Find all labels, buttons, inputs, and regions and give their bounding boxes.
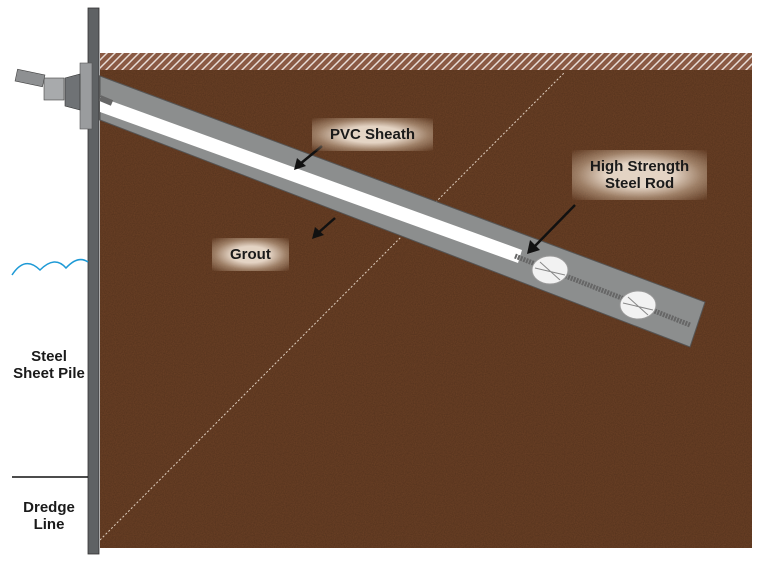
centralizer	[531, 255, 569, 285]
steel-rod-label-line1: High Strength	[590, 158, 690, 175]
pvc-sheath	[100, 97, 522, 263]
centralizer	[619, 290, 657, 320]
sheet-pile-label-line1: Steel	[31, 348, 67, 365]
hex-nut	[43, 77, 65, 101]
steel-rod-label-line2: Steel Rod	[604, 175, 675, 192]
dredge-line-label: Dredge Line	[4, 499, 94, 533]
dredge-line-label-line1: Dredge	[23, 499, 75, 516]
sheet-pile-label-line2: Sheet Pile	[13, 365, 85, 382]
failure-plane-line	[99, 71, 566, 541]
steel-rod-label: High Strength Steel Rod	[572, 150, 708, 200]
rod-thread-end	[14, 68, 46, 88]
sheet-pile	[87, 7, 100, 555]
sheet-pile-label: Steel Sheet Pile	[4, 348, 94, 382]
ground-surface	[100, 53, 752, 70]
bevel-washer	[64, 73, 81, 111]
grout-label: Grout	[212, 238, 289, 271]
dredge-line-label-line2: Line	[33, 516, 65, 533]
water-level-icon	[11, 258, 89, 276]
bearing-plate	[79, 62, 93, 130]
pvc-sheath-label: PVC Sheath	[312, 118, 434, 151]
